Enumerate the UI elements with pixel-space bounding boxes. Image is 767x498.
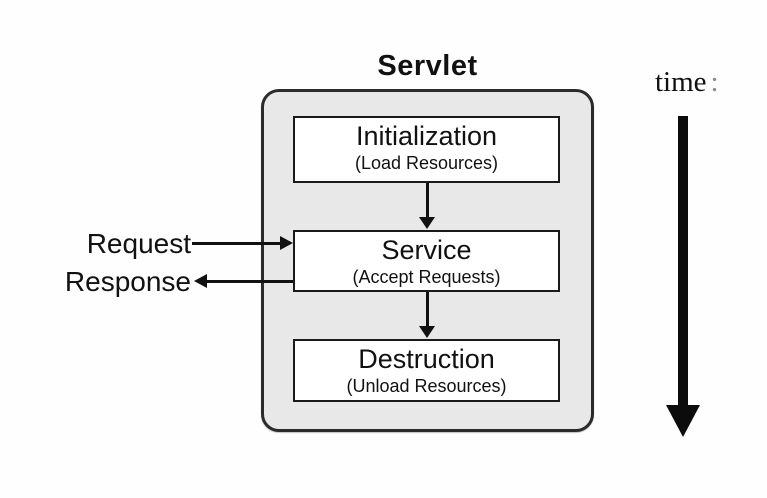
down-arrow-icon — [666, 405, 700, 437]
service-subtitle: (Accept Requests) — [352, 267, 501, 287]
initialization-title: Initialization — [355, 121, 498, 151]
request-arrow-shaft — [192, 242, 282, 245]
service-to-destruction-arrow-shaft — [426, 292, 429, 328]
init-to-service-arrow-shaft — [426, 183, 429, 219]
response-label: Response — [64, 266, 191, 297]
diagram-title: Servlet — [377, 50, 478, 82]
time-arrow-shaft — [678, 116, 688, 407]
destruction-title: Destruction — [358, 344, 495, 374]
time-colon-mark: : — [710, 66, 719, 98]
initialization-subtitle: (Load Resources) — [354, 153, 499, 173]
request-label: Request — [86, 228, 191, 259]
down-arrow-icon — [419, 217, 435, 229]
service-title: Service — [381, 235, 472, 265]
left-arrow-icon — [194, 274, 207, 288]
down-arrow-icon — [419, 326, 435, 338]
destruction-subtitle: (Unload Resources) — [346, 376, 507, 396]
lifecycle-box-service: Service (Accept Requests) — [293, 230, 560, 292]
response-arrow-shaft — [207, 280, 293, 283]
lifecycle-box-initialization: Initialization (Load Resources) — [293, 116, 560, 183]
lifecycle-box-destruction: Destruction (Unload Resources) — [293, 339, 560, 402]
time-label: time: — [655, 66, 719, 99]
time-label-text: time — [655, 66, 707, 98]
right-arrow-icon — [280, 236, 293, 250]
